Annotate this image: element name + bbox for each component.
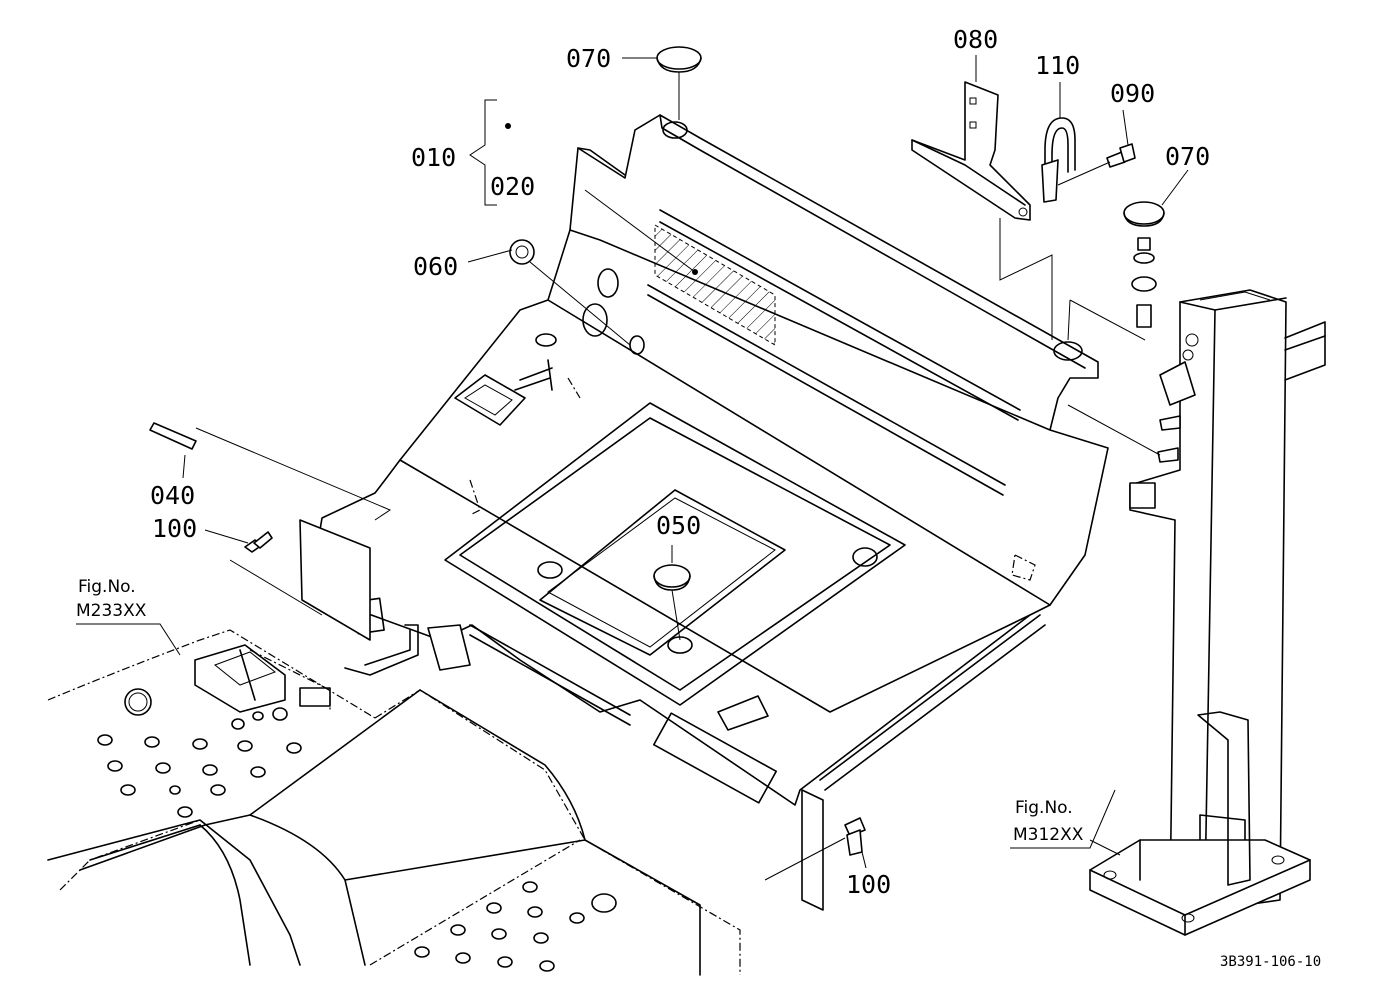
- pin: [149, 422, 197, 450]
- rod-hole-top: [662, 121, 688, 139]
- left-plate-holes: [97, 707, 302, 818]
- bottom-floor-plate: [369, 839, 617, 972]
- bolt-right: [844, 817, 866, 856]
- label-100-left: 100: [152, 514, 197, 543]
- label-060: 060: [413, 252, 458, 281]
- cap-top: [656, 46, 702, 73]
- figref-left-line2: M233XX: [76, 601, 147, 621]
- center-cover: [89, 689, 741, 976]
- figref-right-line1: Fig.No.: [1015, 798, 1073, 818]
- label-050: 050: [656, 511, 701, 540]
- bolt-left: [244, 531, 273, 553]
- cap-right: [1123, 201, 1165, 328]
- label-070-top: 070: [566, 44, 611, 73]
- label-070-right: 070: [1165, 142, 1210, 171]
- diagram-code: 3B391-106-10: [1220, 954, 1321, 970]
- cap-center: [653, 564, 691, 591]
- figref-right-line2: M312XX: [1013, 825, 1084, 845]
- label-040: 040: [150, 481, 195, 510]
- seat-panel: [299, 114, 1109, 911]
- bottom-plate-holes: [414, 881, 617, 972]
- clip: [1041, 117, 1076, 203]
- screw: [1106, 143, 1136, 168]
- label-020: 020: [490, 172, 535, 201]
- label-100-right: 100: [846, 870, 891, 899]
- left-floor-plate: [47, 629, 376, 966]
- grommet: [509, 239, 535, 265]
- label-010: 010: [411, 143, 456, 172]
- bracket: [911, 81, 1031, 221]
- marker-dot-010: [505, 123, 511, 129]
- label-decal: [654, 224, 776, 346]
- leader-lines: [76, 55, 1189, 881]
- label-110: 110: [1035, 51, 1080, 80]
- label-090: 090: [1110, 79, 1155, 108]
- right-stand: [1089, 289, 1326, 936]
- label-080: 080: [953, 25, 998, 54]
- figref-left-line1: Fig.No.: [78, 577, 136, 597]
- marker-dot-020: [692, 269, 698, 275]
